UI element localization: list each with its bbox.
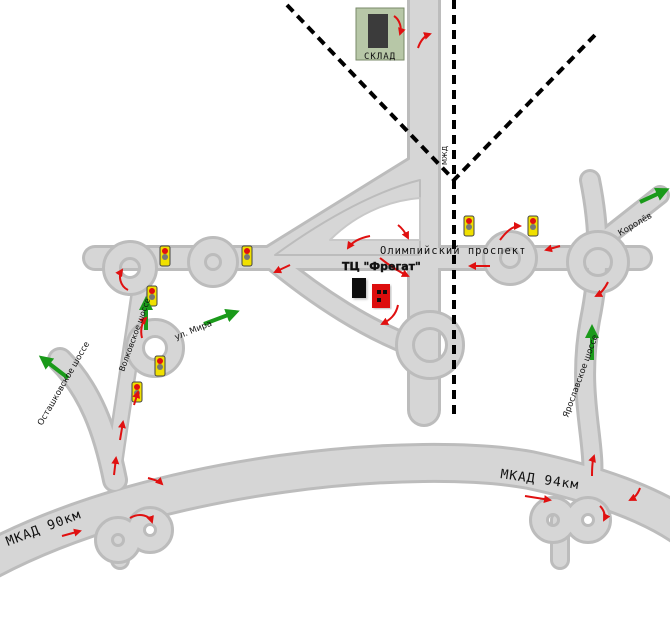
traffic-light-icon — [241, 245, 253, 267]
traffic-light-icon — [154, 355, 166, 377]
fregat-building-icon — [352, 278, 390, 308]
roads — [0, 0, 670, 578]
route-arrows — [61, 15, 641, 537]
railway-label: МЖД — [441, 145, 449, 165]
olympic-avenue-label: Олимпийский проспект — [380, 245, 526, 257]
traffic-light-icon — [463, 215, 475, 237]
warehouse-marker: СКЛАД — [355, 7, 405, 62]
traffic-light-icon — [527, 215, 539, 237]
warehouse-building-icon — [368, 14, 388, 48]
fregat-label: ТЦ "Фрегат" — [342, 260, 421, 273]
traffic-light-icon — [159, 245, 171, 267]
railways — [285, 0, 597, 415]
warehouse-label: СКЛАД — [364, 52, 396, 62]
mira-street-label: ул. Мира — [173, 319, 213, 343]
map-labels: МКАД 90км МКАД 94км Олимпийский проспект… — [4, 145, 654, 549]
